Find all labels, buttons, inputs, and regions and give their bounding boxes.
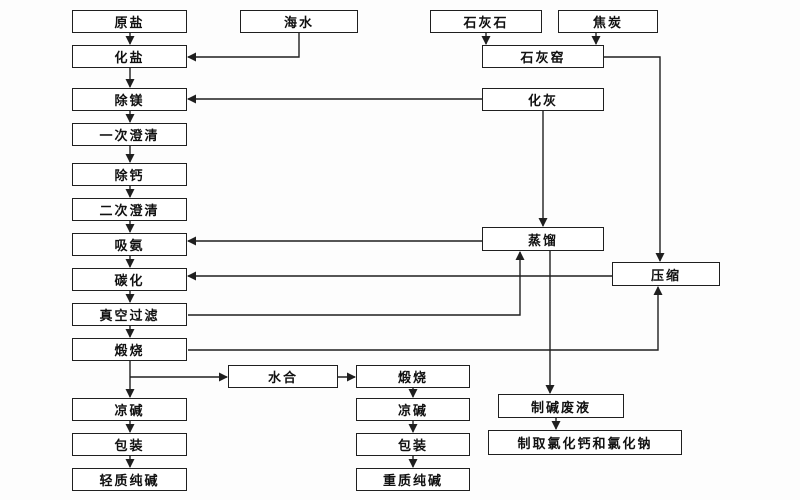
edge-calcination-to-compression (188, 286, 663, 351)
node-cacl2-nacl-production: 制取氯化钙和氯化钠 (488, 430, 682, 455)
node-second-clarification: 二次澄清 (72, 198, 187, 221)
edge-vacuum-filtration-to-distillation (188, 251, 525, 316)
node-slake-lime: 化灰 (482, 88, 604, 111)
node-calcination: 煅烧 (72, 338, 187, 361)
node-dissolve-salt: 化盐 (72, 45, 187, 68)
node-heavy-soda-ash: 重质纯碱 (356, 468, 470, 491)
node-first-clarification: 一次澄清 (72, 123, 187, 146)
node-packaging-2: 包装 (356, 433, 470, 456)
node-distillation: 蒸馏 (482, 227, 604, 251)
node-remove-calcium: 除钙 (72, 163, 187, 186)
node-coke: 焦炭 (558, 10, 658, 33)
node-seawater: 海水 (240, 10, 358, 33)
node-calcination-2: 煅烧 (356, 365, 470, 388)
node-limestone: 石灰石 (430, 10, 542, 33)
node-ammonia-absorption: 吸氨 (72, 233, 187, 256)
node-hydration: 水合 (228, 365, 338, 388)
node-cooling-soda: 凉碱 (72, 398, 187, 421)
node-carbonation: 碳化 (72, 268, 187, 291)
node-vacuum-filtration: 真空过滤 (72, 303, 187, 326)
node-raw-salt: 原盐 (72, 10, 187, 33)
node-packaging: 包装 (72, 433, 187, 456)
node-remove-magnesium: 除镁 (72, 88, 187, 111)
node-lime-kiln: 石灰窑 (482, 45, 604, 68)
node-cooling-soda-2: 凉碱 (356, 398, 470, 421)
edge-lime-kiln-to-compression (604, 56, 665, 262)
node-soda-waste-liquid: 制碱废液 (498, 394, 624, 418)
edge-seawater-to-dissolve-salt (187, 33, 300, 62)
node-compression: 压缩 (612, 262, 720, 286)
node-light-soda-ash: 轻质纯碱 (72, 468, 187, 491)
